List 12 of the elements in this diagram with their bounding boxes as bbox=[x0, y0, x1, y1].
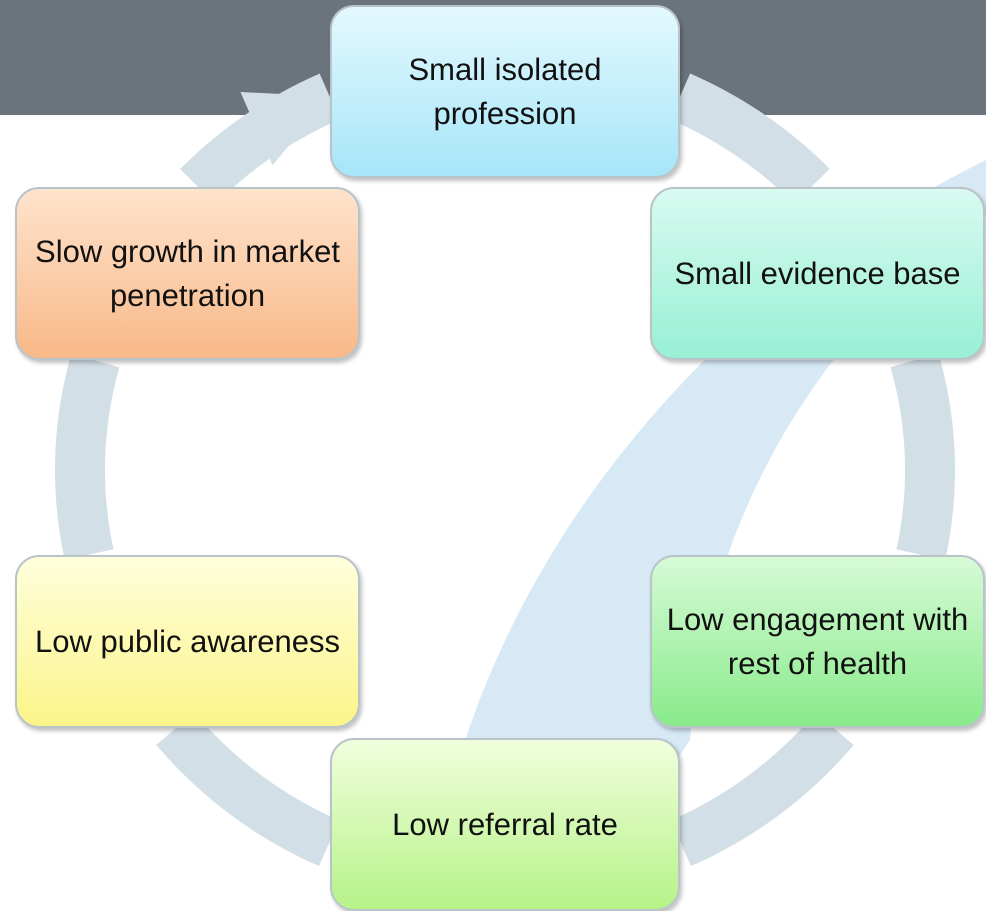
box-label: Low referral rate bbox=[391, 806, 619, 844]
box-label: Small isolated profession bbox=[408, 51, 602, 132]
process-box bbox=[330, 5, 680, 178]
box-label: Slow growth in market penetration bbox=[34, 233, 341, 314]
process-box bbox=[650, 555, 985, 728]
process-box bbox=[650, 187, 985, 360]
box-label: Small evidence base bbox=[673, 254, 962, 293]
process-box bbox=[15, 555, 360, 728]
box-label: Low engagement with rest of health bbox=[666, 601, 970, 682]
process-box bbox=[330, 738, 680, 911]
box-label: Low public awareness bbox=[34, 622, 341, 661]
process-box bbox=[15, 187, 360, 360]
